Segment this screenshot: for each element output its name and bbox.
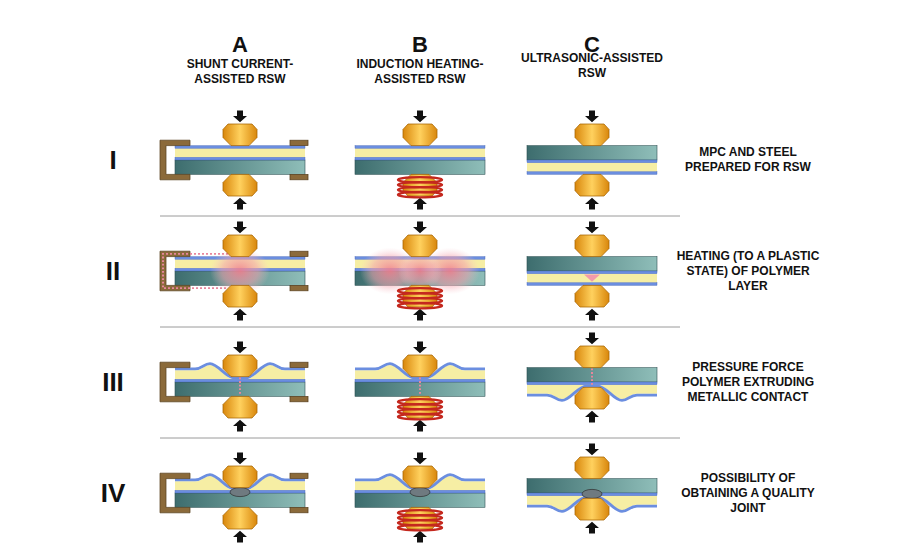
weld-cell xyxy=(355,111,485,210)
mpc-sheet xyxy=(175,146,305,160)
step-description: HEATING (TO A PLASTIC STATE) OF POLYMER … xyxy=(666,249,831,294)
weld-cell xyxy=(355,453,485,543)
electrode xyxy=(223,222,257,257)
weld-cell xyxy=(527,444,657,534)
electrode xyxy=(223,342,257,377)
electrode xyxy=(403,222,437,257)
mpc-sheet xyxy=(527,160,657,174)
electrode xyxy=(403,342,437,377)
row-separator xyxy=(160,438,680,439)
induction-coil xyxy=(398,399,442,419)
electrode xyxy=(223,453,257,488)
row-separator xyxy=(160,216,680,217)
electrode xyxy=(575,444,609,479)
weld-current xyxy=(591,369,593,387)
row-numeral: III xyxy=(102,366,124,399)
weld-current xyxy=(239,378,241,396)
electrode xyxy=(223,174,257,209)
electrode xyxy=(223,507,257,542)
row-separator xyxy=(160,327,680,328)
weld-cell xyxy=(160,453,308,543)
heat-zone xyxy=(584,275,600,282)
steel-sheet xyxy=(355,160,485,174)
heat-zone xyxy=(398,251,442,291)
electrode xyxy=(575,222,609,257)
weld-cell xyxy=(160,222,308,321)
shunt-current-path xyxy=(163,254,228,288)
step-description: MPC AND STEEL PREPARED FOR RSW xyxy=(684,145,812,175)
weld-cell xyxy=(355,222,485,321)
row-numeral: I xyxy=(109,144,116,177)
shunt-bracket xyxy=(160,140,308,180)
row-numeral: II xyxy=(106,255,120,288)
induction-coil xyxy=(398,177,442,197)
electrode xyxy=(575,387,609,422)
weld-current xyxy=(419,378,421,396)
column-letter: A xyxy=(232,31,248,59)
steel-sheet xyxy=(527,257,657,271)
electrode xyxy=(223,285,257,320)
column-title: INDUCTION HEATING-ASSISTED RSW xyxy=(350,57,490,87)
column-title: ULTRASONIC-ASSISTED RSW xyxy=(510,51,675,81)
electrode xyxy=(575,285,609,320)
row-numeral: IV xyxy=(101,477,126,510)
column-letter: B xyxy=(412,31,428,59)
steel-sheet xyxy=(175,160,305,174)
electrode xyxy=(403,111,437,146)
electrode xyxy=(575,174,609,209)
electrode xyxy=(575,111,609,146)
electrode xyxy=(575,333,609,368)
induction-coil xyxy=(398,288,442,308)
weld-cell xyxy=(527,222,657,321)
electrode xyxy=(575,498,609,533)
mpc-sheet xyxy=(527,271,657,285)
weld-cell xyxy=(527,333,657,423)
weld-nugget xyxy=(230,488,250,497)
electrode xyxy=(403,453,437,488)
weld-nugget xyxy=(410,488,430,497)
electrode xyxy=(223,111,257,146)
column-title: SHUNT CURRENT-ASSISTED RSW xyxy=(168,57,313,87)
electrode xyxy=(223,396,257,431)
mpc-sheet xyxy=(355,146,485,160)
weld-cell xyxy=(527,111,657,210)
step-description: PRESSURE FORCE POLYMER EXTRUDING METALLI… xyxy=(673,360,823,405)
weld-cell xyxy=(160,111,308,210)
steel-sheet xyxy=(527,146,657,160)
weld-cell xyxy=(160,342,308,432)
step-description: POSSIBILITY OF OBTAINING A QUALITY JOINT xyxy=(681,471,816,516)
weld-cell xyxy=(355,342,485,432)
weld-nugget xyxy=(582,489,602,498)
induction-coil xyxy=(398,510,442,530)
